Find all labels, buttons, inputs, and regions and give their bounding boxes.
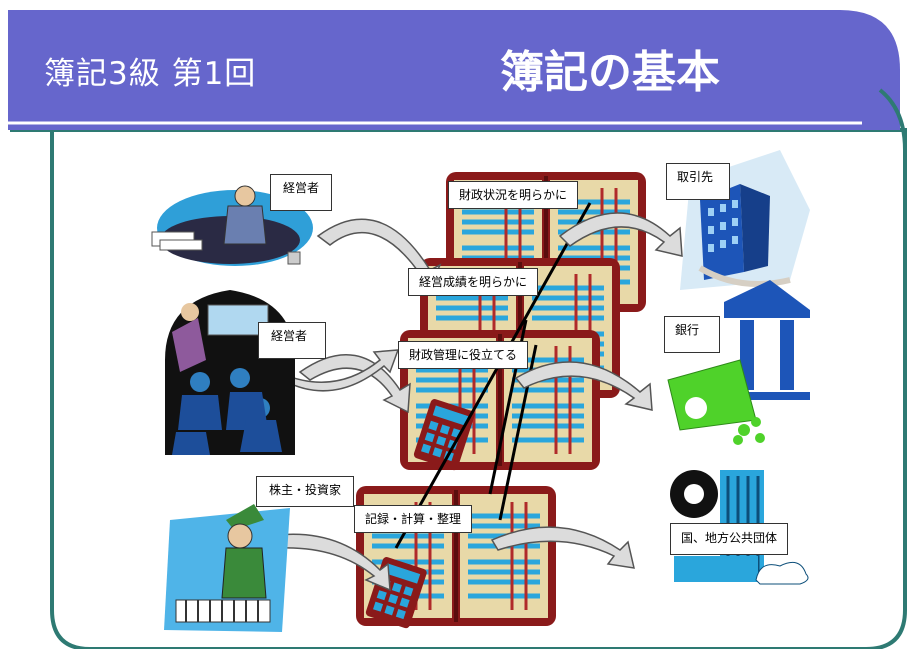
label-manager-top: 経営者 xyxy=(270,174,333,211)
slide-frame xyxy=(8,10,907,649)
label-business-results: 経営成績を明らかに xyxy=(408,268,539,296)
label-trading-partner: 取引先 xyxy=(666,163,731,200)
label-recording: 記録・計算・整理 xyxy=(354,505,473,533)
meeting-illustration xyxy=(165,290,295,455)
slide-subtitle: 簿記3級 第1回 xyxy=(44,56,257,92)
bank-illustration xyxy=(667,280,810,445)
label-shareholders: 株主・投資家 xyxy=(256,476,355,507)
label-government: 国、地方公共団体 xyxy=(670,523,789,555)
investor-illustration xyxy=(164,504,290,632)
label-financial-management: 財政管理に役立てる xyxy=(398,341,529,369)
label-financial-status: 財政状況を明らかに xyxy=(448,181,579,209)
manager-desk-illustration xyxy=(151,185,313,266)
label-bank: 銀行 xyxy=(664,316,721,353)
label-manager-mid: 経営者 xyxy=(258,322,327,359)
slide-title: 簿記の基本 xyxy=(500,47,720,98)
